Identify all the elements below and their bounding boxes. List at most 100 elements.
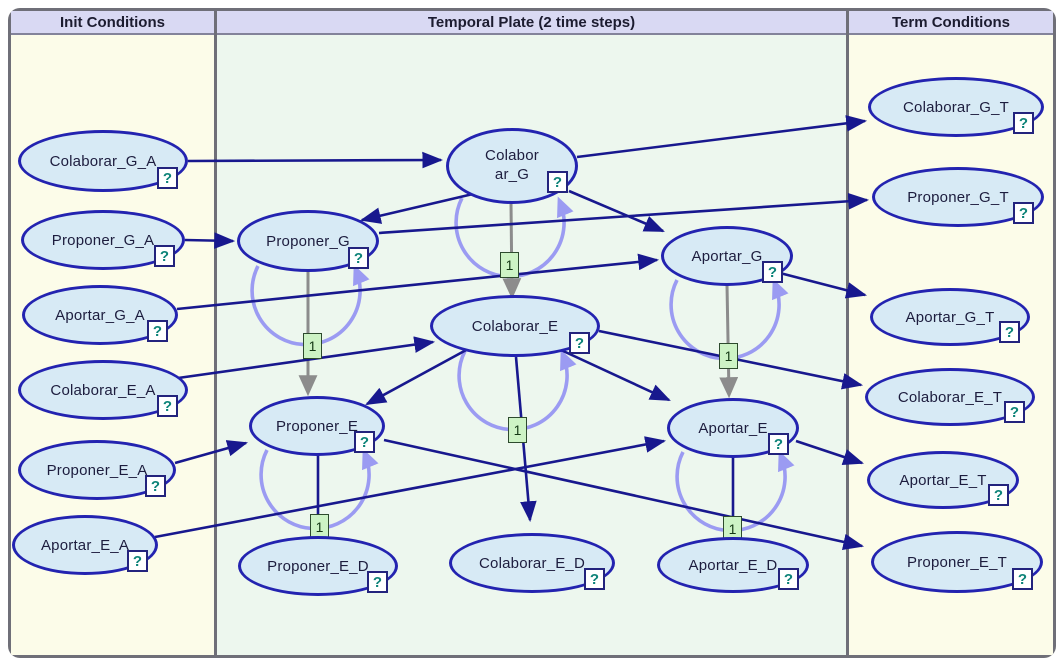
evidence-question-badge[interactable]: ? (157, 167, 178, 189)
question-icon: ? (1018, 114, 1029, 132)
term-conditions-header[interactable]: Term Conditions (849, 11, 1053, 35)
temporal-plate-header[interactable]: Temporal Plate (2 time steps) (217, 11, 846, 35)
evidence-question-badge[interactable]: ? (1004, 401, 1025, 423)
temporal-order-badge[interactable]: 1 (719, 343, 738, 369)
evidence-question-badge[interactable]: ? (157, 395, 178, 417)
node-aportar-e-d[interactable]: Aportar_E_D ? (657, 537, 809, 593)
evidence-question-badge[interactable]: ? (1013, 112, 1034, 134)
question-icon: ? (574, 334, 585, 352)
evidence-question-badge[interactable]: ? (127, 550, 148, 572)
node-colaborar-g-t[interactable]: Colaborar_G_T ? (868, 77, 1044, 137)
node-label: Aportar_G_T (905, 308, 995, 326)
temporal-order-badge[interactable]: 1 (303, 333, 322, 359)
node-label: Colaborar_E_A (50, 381, 156, 399)
node-aportar-g-a[interactable]: Aportar_G_A ? (22, 285, 178, 345)
question-icon: ? (773, 435, 784, 453)
node-label: Aportar_E (698, 419, 768, 437)
question-icon: ? (552, 173, 563, 191)
init-conditions-title: Init Conditions (60, 13, 165, 31)
node-proponer-e-t[interactable]: Proponer_E_T ? (871, 531, 1043, 593)
node-proponer-g[interactable]: Proponer_G ? (237, 210, 379, 272)
order-value: 1 (308, 338, 317, 354)
node-label: Colaborar_E_D (479, 554, 585, 572)
node-colaborar-e-a[interactable]: Colaborar_E_A ? (18, 360, 188, 420)
evidence-question-badge[interactable]: ? (348, 247, 369, 269)
node-label: Proponer_G_T (907, 188, 1009, 206)
node-label: Aportar_E_A (40, 536, 130, 554)
question-icon: ? (359, 433, 370, 451)
node-label: Aportar_G (691, 247, 763, 265)
node-colaborar-e[interactable]: Colaborar_E ? (430, 295, 600, 357)
node-label: Proponer_E (275, 417, 359, 435)
evidence-question-badge[interactable]: ? (354, 431, 375, 453)
node-label: Proponer_E_D (267, 557, 369, 575)
node-label: Aportar_E_D (688, 556, 778, 574)
plate-divider-right (846, 11, 849, 655)
plate-divider-left (214, 11, 217, 655)
node-colaborar-g[interactable]: Colaborar_G ? (446, 128, 578, 204)
node-colaborar-e-d[interactable]: Colaborar_E_D ? (449, 533, 615, 593)
temporal-plate-title: Temporal Plate (2 time steps) (427, 13, 636, 31)
node-proponer-g-t[interactable]: Proponer_G_T ? (872, 167, 1044, 227)
order-value: 1 (315, 519, 324, 535)
node-proponer-e-a[interactable]: Proponer_E_A ? (18, 440, 176, 500)
question-icon: ? (152, 322, 163, 340)
temporal-order-badge[interactable]: 1 (508, 417, 527, 443)
question-icon: ? (353, 249, 364, 267)
evidence-question-badge[interactable]: ? (778, 568, 799, 590)
question-icon: ? (783, 570, 794, 588)
evidence-question-badge[interactable]: ? (1012, 568, 1033, 590)
node-proponer-g-a[interactable]: Proponer_G_A ? (21, 210, 185, 270)
temporal-order-badge[interactable]: 1 (500, 252, 519, 278)
question-icon: ? (1018, 204, 1029, 222)
evidence-question-badge[interactable]: ? (1013, 202, 1034, 224)
question-icon: ? (159, 247, 170, 265)
question-icon: ? (1004, 323, 1015, 341)
question-icon: ? (1017, 570, 1028, 588)
evidence-question-badge[interactable]: ? (154, 245, 175, 267)
node-aportar-g[interactable]: Aportar_G ? (661, 226, 793, 286)
order-value: 1 (728, 521, 737, 537)
init-conditions-header[interactable]: Init Conditions (11, 11, 214, 35)
order-value: 1 (513, 422, 522, 438)
node-aportar-g-t[interactable]: Aportar_G_T ? (870, 288, 1030, 346)
evidence-question-badge[interactable]: ? (547, 171, 568, 193)
node-proponer-e-d[interactable]: Proponer_E_D ? (238, 536, 398, 596)
evidence-question-badge[interactable]: ? (569, 332, 590, 354)
node-label: Colaborar_G_A (49, 152, 157, 170)
temporal-order-badge[interactable]: 1 (723, 516, 742, 542)
question-icon: ? (993, 486, 1004, 504)
node-colaborar-e-t[interactable]: Colaborar_E_T ? (865, 368, 1035, 426)
node-label: Aportar_E_T (899, 471, 987, 489)
evidence-question-badge[interactable]: ? (145, 475, 166, 497)
node-label: Proponer_G (266, 232, 350, 250)
evidence-question-badge[interactable]: ? (147, 320, 168, 342)
question-icon: ? (132, 552, 143, 570)
node-label: Colaborar_G_T (903, 98, 1009, 116)
node-colaborar-g-a[interactable]: Colaborar_G_A ? (18, 130, 188, 192)
node-label: Aportar_G_A (55, 306, 145, 324)
question-icon: ? (372, 573, 383, 591)
node-proponer-e[interactable]: Proponer_E ? (249, 396, 385, 456)
node-label: Colaborar_E_T (897, 388, 1003, 406)
evidence-question-badge[interactable]: ? (762, 261, 783, 283)
node-label: Colaborar_E (471, 317, 559, 335)
evidence-question-badge[interactable]: ? (999, 321, 1020, 343)
node-aportar-e-t[interactable]: Aportar_E_T ? (867, 451, 1019, 509)
node-aportar-e[interactable]: Aportar_E ? (667, 398, 799, 458)
order-value: 1 (724, 348, 733, 364)
evidence-question-badge[interactable]: ? (367, 571, 388, 593)
order-value: 1 (505, 257, 514, 273)
evidence-question-badge[interactable]: ? (768, 433, 789, 455)
evidence-question-badge[interactable]: ? (988, 484, 1009, 506)
question-icon: ? (150, 477, 161, 495)
node-label: Proponer_E_A (46, 461, 148, 479)
term-conditions-title: Term Conditions (891, 13, 1011, 31)
node-label: Proponer_G_A (51, 231, 155, 249)
question-icon: ? (1009, 403, 1020, 421)
question-icon: ? (162, 169, 173, 187)
evidence-question-badge[interactable]: ? (584, 568, 605, 590)
node-aportar-e-a[interactable]: Aportar_E_A ? (12, 515, 158, 575)
question-icon: ? (589, 570, 600, 588)
